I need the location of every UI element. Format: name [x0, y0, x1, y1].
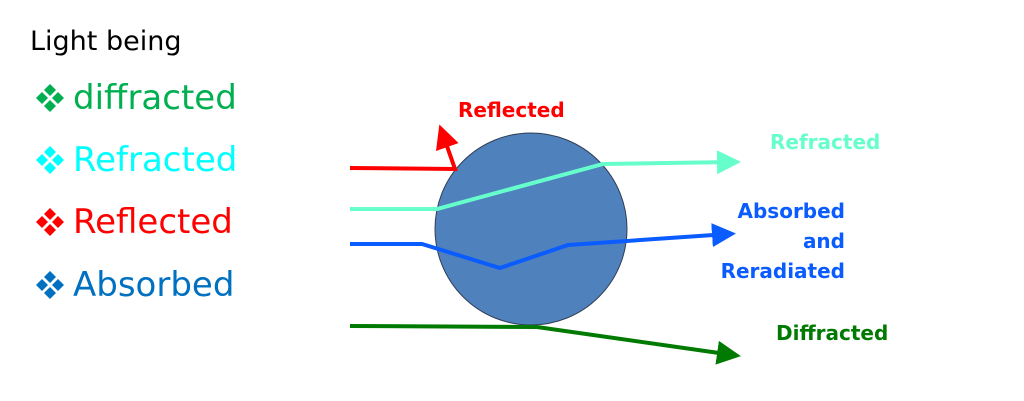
- label-reflected: Reflected: [458, 98, 565, 122]
- heading-light-being: Light being: [30, 26, 182, 57]
- reflected-ray: [349, 124, 459, 172]
- label-absorbed-line1: Absorbed: [738, 199, 846, 223]
- diamond-bullet-icon: [36, 84, 64, 112]
- label-refracted: Refracted: [770, 130, 880, 154]
- list-item-label: Absorbed: [73, 265, 235, 305]
- list-item-label: Reflected: [73, 202, 233, 242]
- label-absorbed-line3: Reradiated: [721, 259, 845, 283]
- diamond-bullet-icon: [36, 208, 64, 236]
- list-item-label: Refracted: [73, 140, 238, 180]
- diamond-bullet-icon: [36, 146, 64, 174]
- particle-circle: [434, 132, 628, 326]
- label-diffracted: Diffracted: [776, 321, 888, 345]
- diffracted-ray: [349, 324, 741, 365]
- absorbed-ray: [350, 223, 736, 271]
- diamond-bullet-icon: [36, 271, 64, 299]
- refracted-ray: [350, 150, 741, 211]
- list-item-refracted: Refracted: [33, 140, 237, 180]
- list-item-reflected: Reflected: [33, 202, 233, 242]
- list-item-diffracted: diffracted: [33, 78, 237, 118]
- label-absorbed-line2: and: [803, 229, 845, 253]
- list-item-label: diffracted: [73, 78, 237, 118]
- list-item-absorbed: Absorbed: [33, 265, 234, 305]
